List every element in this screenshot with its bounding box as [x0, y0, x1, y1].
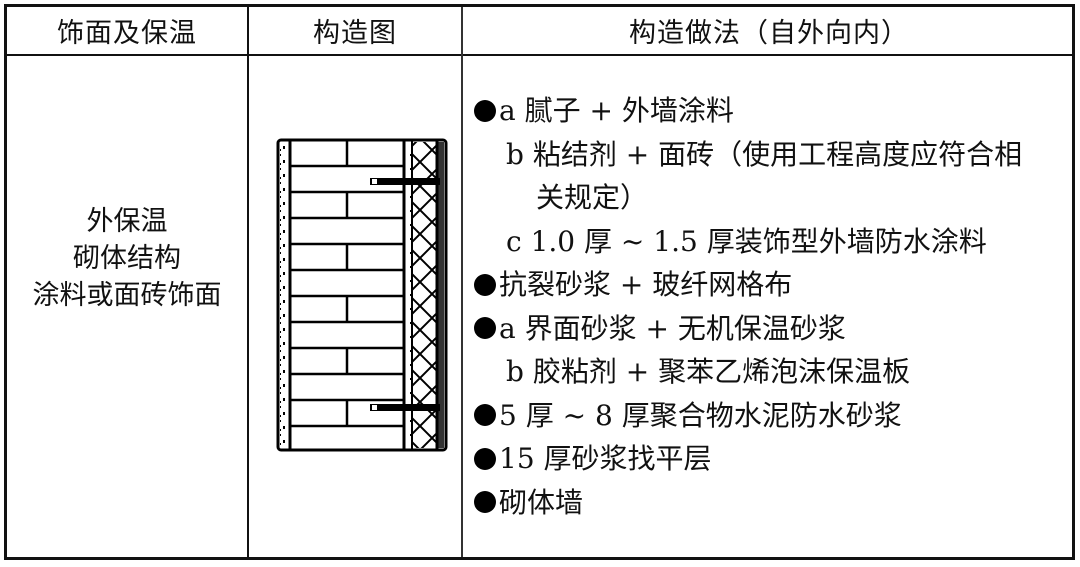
- bullet-icon: [474, 404, 496, 427]
- method-line: b 粘结剂 + 面砖（使用工程高度应符合相: [506, 137, 1023, 171]
- bullet-icon: [474, 273, 496, 296]
- header-divider: [7, 54, 1072, 56]
- header-method: 构造做法（自外向内）: [629, 18, 909, 49]
- method-line: 抗裂砂浆 + 玻纤网格布: [474, 263, 1022, 307]
- method-line: 关规定）: [536, 181, 649, 214]
- header-finish-insulation: 饰面及保温: [57, 18, 197, 49]
- bullet-icon: [474, 491, 496, 514]
- finish-type-line: 外保温: [86, 206, 168, 237]
- finish-type-line: 砌体结构: [73, 243, 181, 274]
- column-divider-1: [247, 7, 249, 557]
- method-line: c 1.0 厚 ~ 1.5 厚装饰型外墙防水涂料: [506, 224, 987, 258]
- method-line: 15 厚砂浆找平层: [474, 437, 1022, 481]
- wall-section-diagram: [276, 138, 452, 458]
- method-line: a 腻子 + 外墙涂料: [474, 89, 1022, 133]
- bullet-icon: [474, 447, 496, 470]
- wall-section-icon: [276, 138, 448, 452]
- construction-table: 饰面及保温 构造图 构造做法（自外向内） 外保温 砌体结构 涂料或面砖饰面: [4, 4, 1075, 560]
- method-line: 5 厚 ~ 8 厚聚合物水泥防水砂浆: [474, 394, 1022, 438]
- bullet-icon: [474, 317, 496, 340]
- method-cell: a 腻子 + 外墙涂料 b 粘结剂 + 面砖（使用工程高度应符合相 关规定） c…: [474, 89, 1022, 524]
- method-line: 砌体墙: [474, 481, 1022, 525]
- header-diagram: 构造图: [313, 18, 397, 49]
- method-line: a 界面砂浆 + 无机保温砂浆: [474, 307, 1022, 351]
- method-line: b 胶粘剂 + 聚苯乙烯泡沫保温板: [506, 355, 911, 388]
- finish-type-line: 涂料或面砖饰面: [32, 280, 222, 311]
- bullet-icon: [474, 99, 496, 122]
- finish-type-cell: 外保温 砌体结构 涂料或面砖饰面: [7, 203, 247, 314]
- column-divider-2: [461, 7, 463, 557]
